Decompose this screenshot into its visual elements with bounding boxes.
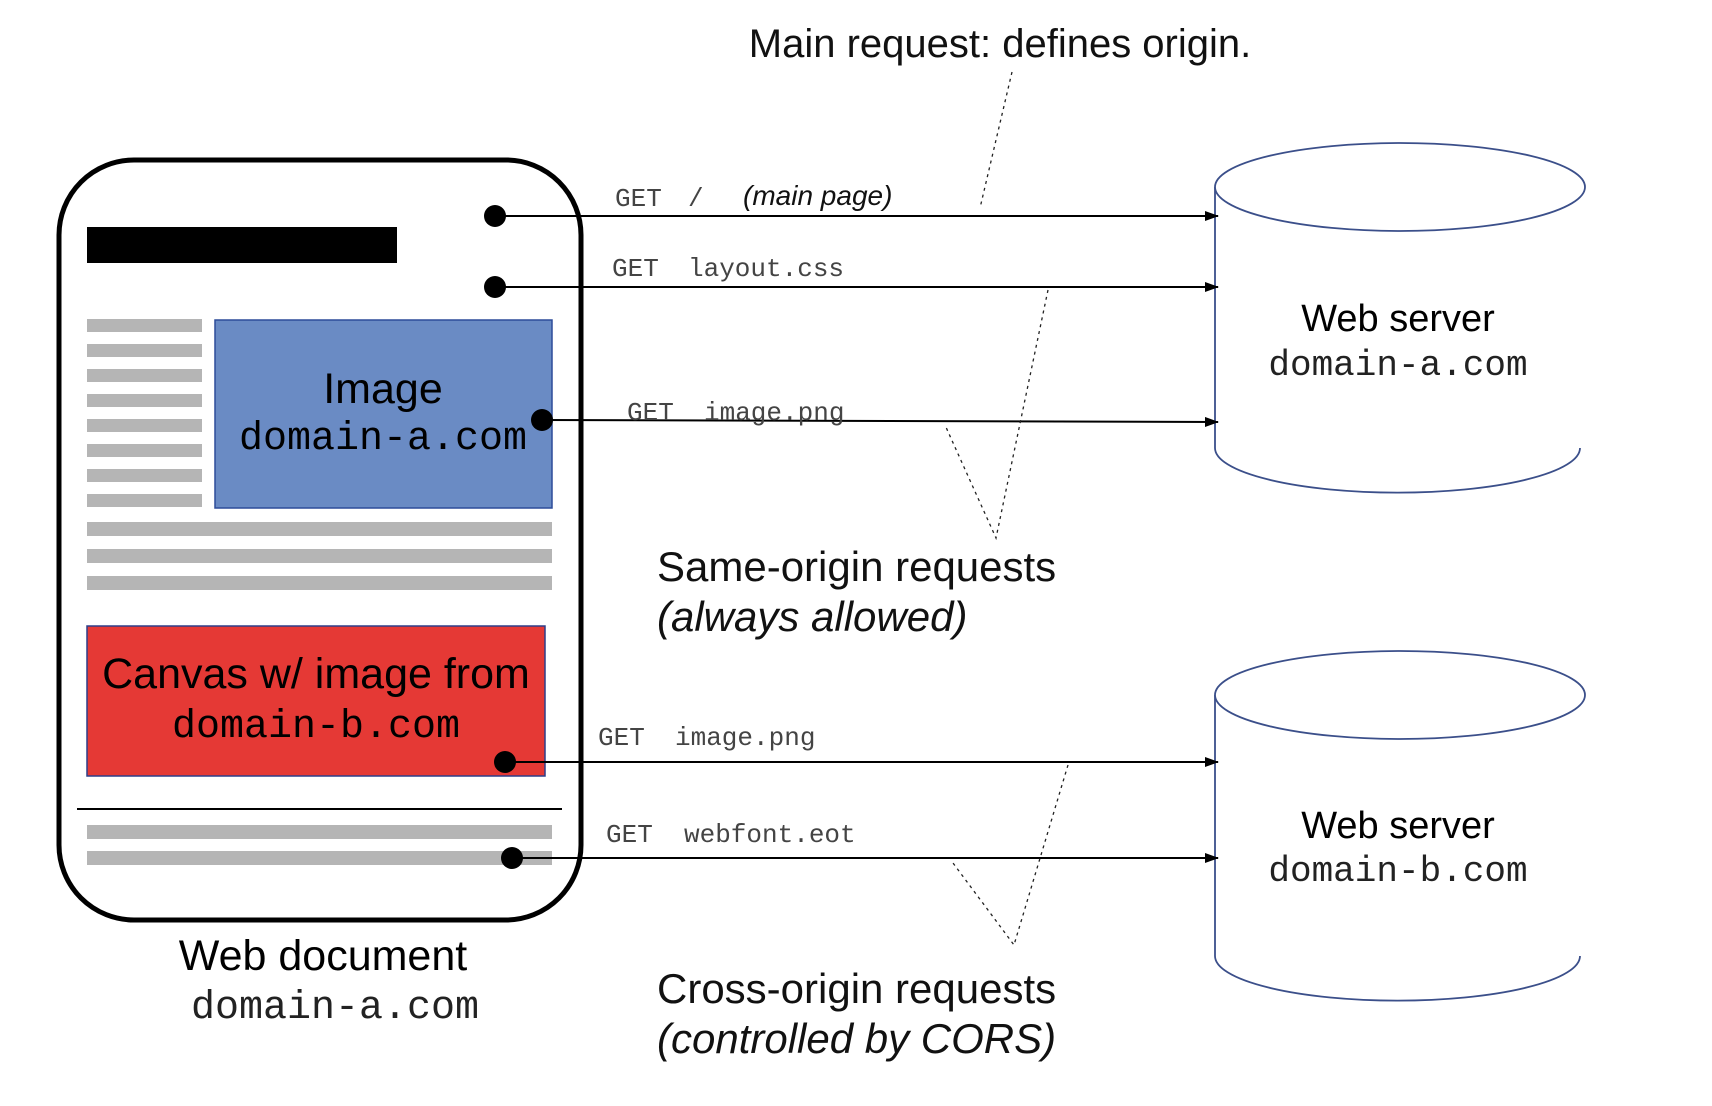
request-path: layout.css	[688, 254, 844, 284]
canvas-box-domain: domain-b.com	[172, 705, 460, 750]
placeholder-lines-left	[87, 319, 202, 507]
server-b-body	[1214, 695, 1581, 1002]
request-method: GET	[627, 398, 674, 428]
request-image-b: GET image.png	[494, 723, 1219, 773]
request-method: GET	[598, 723, 645, 753]
request-origin-dot	[484, 205, 506, 227]
request-path: image.png	[675, 723, 815, 753]
main-request-leader	[979, 71, 1013, 209]
cross-origin-leader	[952, 764, 1069, 947]
request-path: image.png	[704, 398, 844, 428]
image-box	[214, 319, 553, 509]
request-origin-dot	[531, 409, 553, 431]
server-domain-a: Web server domain-a.com	[1214, 142, 1586, 494]
request-main-page: GET / (main page)	[484, 180, 1219, 227]
document-header-bar	[87, 227, 397, 263]
server-a-body	[1214, 187, 1581, 494]
canvas-box-title: Canvas w/ image from	[102, 650, 530, 698]
web-document: Image domain-a.com Canvas w/ image from …	[56, 157, 584, 923]
cross-origin-subtitle: (controlled by CORS)	[657, 1015, 1056, 1062]
server-domain-b: Web server domain-b.com	[1214, 650, 1586, 1002]
request-webfont: GET webfont.eot	[501, 820, 1219, 869]
request-path: webfont.eot	[684, 820, 856, 850]
server-b-top	[1214, 650, 1586, 740]
same-origin-title: Same-origin requests	[657, 543, 1056, 590]
server-b-label: Web server	[1301, 805, 1495, 847]
main-request-annotation: Main request: defines origin.	[749, 22, 1252, 66]
image-box-title: Image	[323, 365, 443, 413]
server-b-domain: domain-b.com	[1268, 851, 1527, 892]
document-frame	[56, 157, 584, 923]
request-method: GET	[615, 184, 662, 214]
request-origin-dot	[494, 751, 516, 773]
document-label: Web document	[179, 932, 467, 980]
request-layout-css: GET layout.css	[484, 254, 1219, 298]
request-method: GET	[606, 820, 653, 850]
request-arrow	[541, 416, 1219, 427]
request-origin-dot	[484, 276, 506, 298]
request-method: GET	[612, 254, 659, 284]
document-domain: domain-a.com	[191, 986, 479, 1031]
request-origin-dot	[501, 847, 523, 869]
cross-origin-title: Cross-origin requests	[657, 965, 1056, 1012]
canvas-box	[86, 625, 546, 777]
placeholder-lines-full	[87, 522, 552, 590]
request-path: /	[688, 184, 704, 214]
same-origin-subtitle: (always allowed)	[657, 593, 967, 640]
same-origin-leader	[944, 289, 1049, 541]
server-a-top	[1214, 142, 1586, 232]
server-a-label: Web server	[1301, 298, 1495, 340]
image-box-domain: domain-a.com	[239, 417, 527, 462]
request-image-a: GET image.png	[531, 398, 1219, 431]
request-note: (main page)	[743, 180, 892, 211]
server-a-domain: domain-a.com	[1268, 345, 1527, 386]
placeholder-lines-bottom	[87, 825, 552, 865]
